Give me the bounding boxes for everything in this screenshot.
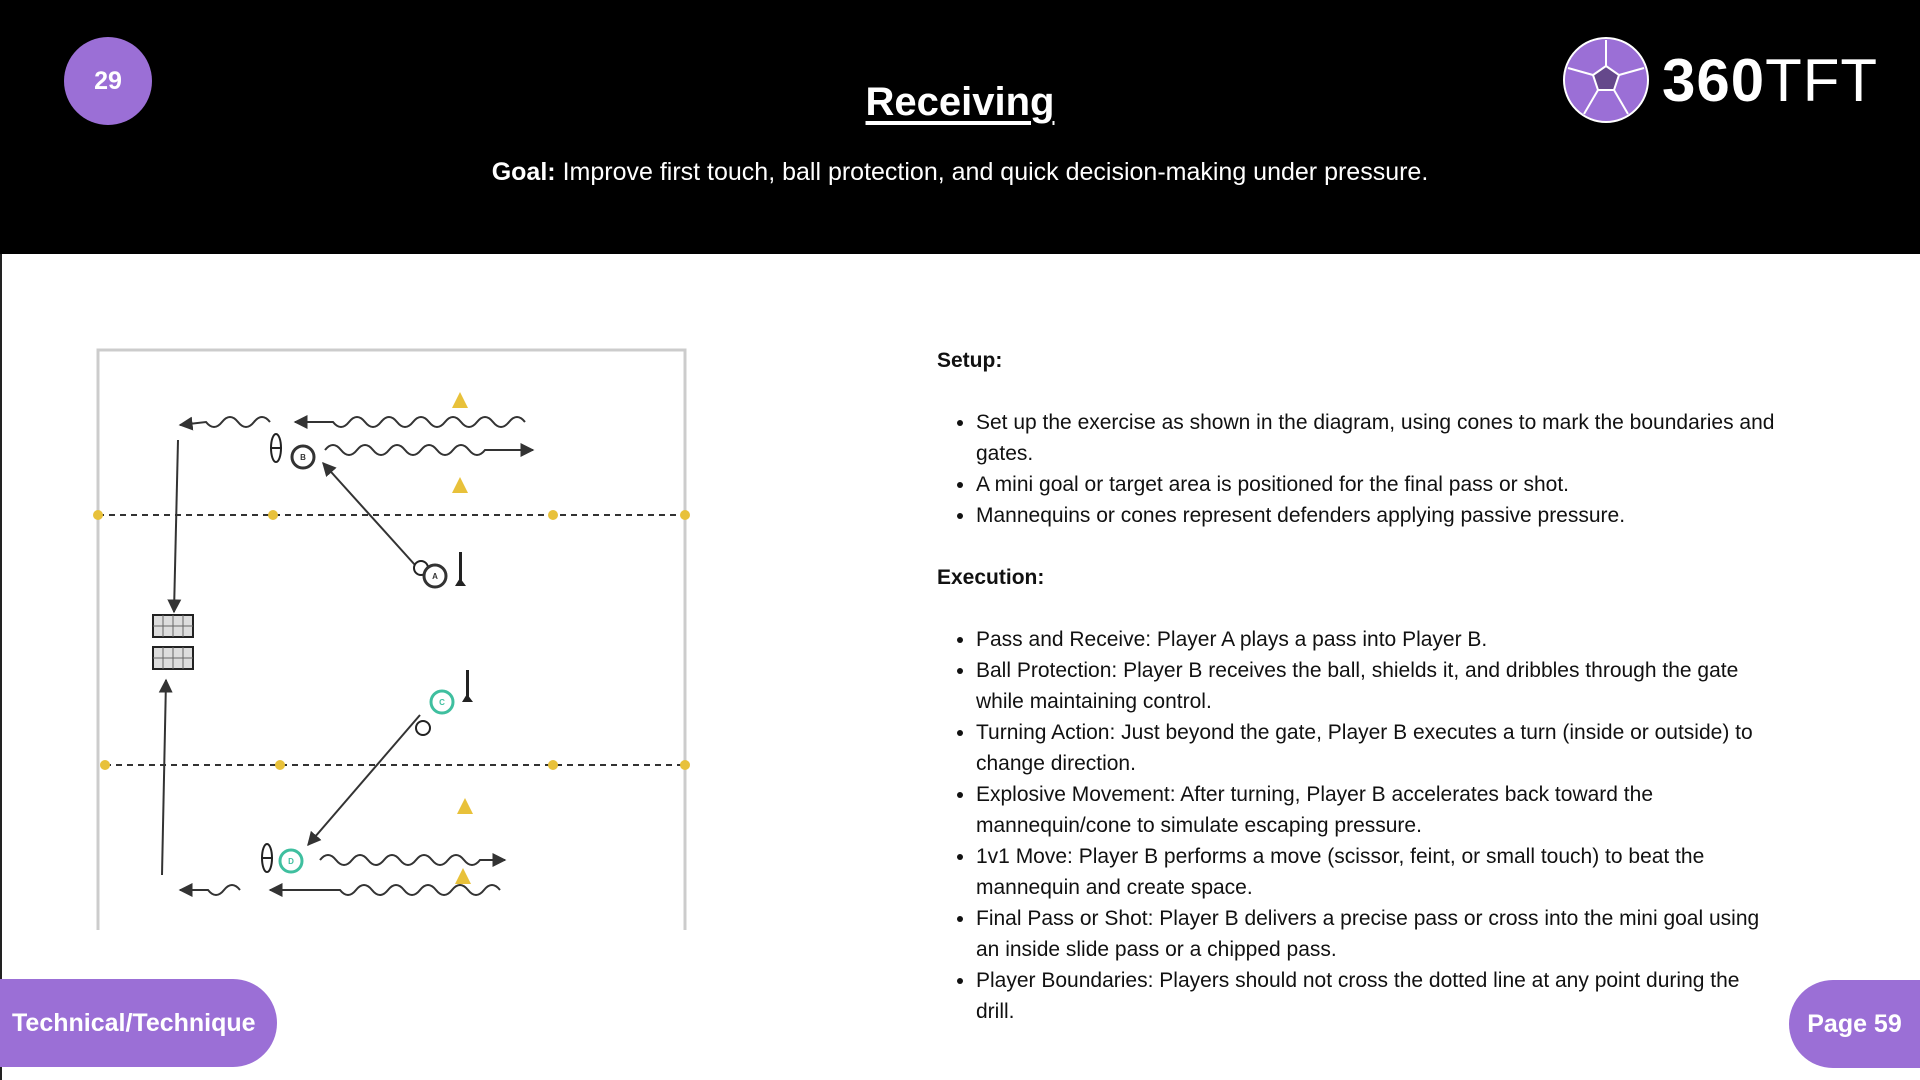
dribble-paths — [178, 415, 535, 897]
players: B A C D — [278, 444, 455, 874]
player-b — [290, 444, 316, 470]
pass-arrow-to-goal — [158, 678, 173, 876]
list-item: Turning Action: Just beyond the gate, Pl… — [976, 717, 1777, 779]
page-number-badge: 29 — [64, 37, 152, 125]
triangle-cones — [452, 392, 473, 884]
execution-heading: Execution: — [937, 566, 1045, 589]
page-title: Receiving — [865, 80, 1055, 124]
triangle-cone — [452, 392, 468, 408]
gate-cone — [275, 760, 285, 770]
gate-cone — [93, 510, 103, 520]
brand-logo: 360TFT — [1562, 36, 1878, 124]
list-item: Ball Protection: Player B receives the b… — [976, 655, 1777, 717]
list-item: 1v1 Move: Player B performs a move (scis… — [976, 841, 1777, 903]
player-a — [422, 563, 448, 589]
logo-text: 360TFT — [1662, 46, 1878, 115]
drill-diagram: B A C D — [93, 348, 690, 930]
left-divider — [0, 254, 2, 1080]
gate-cone — [548, 510, 558, 520]
mannequin — [459, 552, 462, 582]
list-item: Player Boundaries: Players should not cr… — [976, 965, 1777, 1027]
pass-arrow-c-to-d — [307, 714, 421, 847]
mannequins — [455, 552, 473, 702]
gate-cone — [100, 760, 110, 770]
category-tag: Technical/Technique — [0, 979, 277, 1067]
list-item: Explosive Movement: After turning, Playe… — [976, 779, 1777, 841]
balls — [413, 560, 431, 736]
triangle-cone — [452, 477, 468, 493]
player-c-label: C — [439, 698, 445, 707]
mannequin — [455, 578, 466, 586]
goal-label: Goal: — [491, 158, 556, 186]
list-item: Set up the exercise as shown in the diag… — [976, 407, 1777, 469]
mannequin — [466, 670, 469, 700]
list-item: Mannequins or cones represent defenders … — [976, 500, 1777, 531]
defender-icons — [261, 433, 282, 873]
player-d-label: D — [288, 857, 294, 866]
list-item: Pass and Receive: Player A plays a pass … — [976, 624, 1777, 655]
logo-text-bold: 360 — [1662, 46, 1766, 114]
gate-cones — [93, 510, 690, 770]
triangle-cone — [457, 798, 473, 814]
triangle-cone — [455, 868, 471, 884]
goal-line: Goal: Improve first touch, ball protecti… — [0, 158, 1920, 187]
instructions-panel: Setup: Set up the exercise as shown in t… — [937, 345, 1777, 1058]
mini-goal — [152, 614, 194, 670]
pass-arrow-a-to-b — [322, 461, 416, 566]
gate-cone — [680, 510, 690, 520]
page-label: Page 59 — [1789, 980, 1920, 1068]
pass-arrow-to-goal — [167, 439, 182, 614]
mannequin — [462, 694, 473, 702]
logo-text-light: TFT — [1765, 46, 1879, 114]
player-c — [429, 689, 455, 715]
player-d — [278, 848, 304, 874]
setup-heading: Setup: — [937, 349, 1003, 372]
execution-list: Pass and Receive: Player A plays a pass … — [937, 624, 1777, 1027]
header-banner: 29 Receiving Goal: Improve first touch, … — [0, 0, 1920, 254]
gate-cone — [268, 510, 278, 520]
gate-cone — [680, 760, 690, 770]
player-a-label: A — [432, 572, 438, 581]
gate-cone — [548, 760, 558, 770]
ball — [415, 720, 431, 736]
field-boundary — [96, 348, 687, 930]
setup-list: Set up the exercise as shown in the diag… — [937, 407, 1777, 531]
list-item: Final Pass or Shot: Player B delivers a … — [976, 903, 1777, 965]
soccer-ball-icon — [1563, 37, 1649, 123]
player-b-label: B — [300, 453, 306, 462]
goal-text: Improve first touch, ball protection, an… — [555, 158, 1429, 186]
list-item: A mini goal or target area is positioned… — [976, 469, 1777, 500]
